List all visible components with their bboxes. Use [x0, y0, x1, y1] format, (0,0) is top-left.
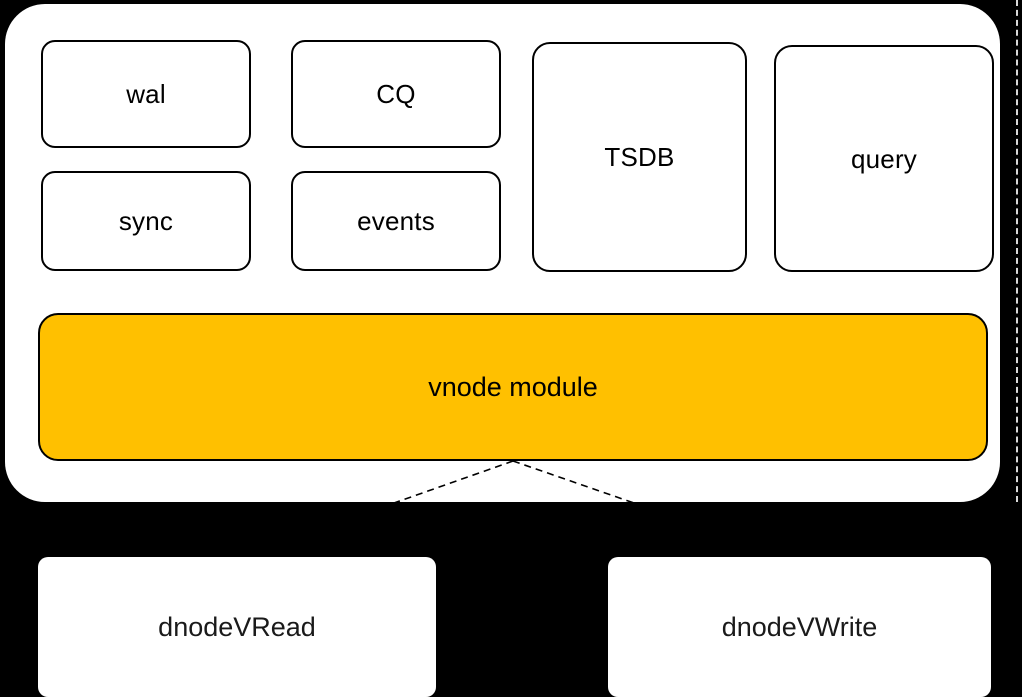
- module-box-cq[interactable]: CQ: [291, 40, 501, 148]
- module-label-sync: sync: [118, 206, 174, 236]
- dnode-vread-label: dnodeVRead: [158, 611, 316, 642]
- diagram-canvas: wal CQ sync events TSDB query vnode modu…: [5, 0, 1018, 697]
- module-box-wal[interactable]: wal: [41, 40, 251, 148]
- module-box-query[interactable]: query: [774, 45, 994, 272]
- module-box-tsdb[interactable]: TSDB: [532, 42, 747, 272]
- module-label-wal: wal: [126, 79, 166, 109]
- right-edge-guide-line: [1016, 0, 1018, 502]
- module-box-sync[interactable]: sync: [41, 171, 251, 271]
- dnode-vread-box[interactable]: dnodeVRead: [38, 557, 436, 697]
- module-label-tsdb: TSDB: [604, 142, 675, 172]
- module-label-query: query: [850, 143, 918, 174]
- module-box-events[interactable]: events: [291, 171, 501, 271]
- module-label-cq: CQ: [376, 79, 416, 109]
- vnode-module-bar[interactable]: vnode module: [38, 313, 988, 461]
- dnode-vwrite-label: dnodeVWrite: [721, 611, 878, 642]
- vnode-container: wal CQ sync events TSDB query vnode modu…: [5, 4, 1000, 502]
- module-label-events: events: [357, 206, 435, 236]
- dnode-vwrite-box[interactable]: dnodeVWrite: [608, 557, 991, 697]
- vnode-module-label: vnode module: [428, 371, 598, 402]
